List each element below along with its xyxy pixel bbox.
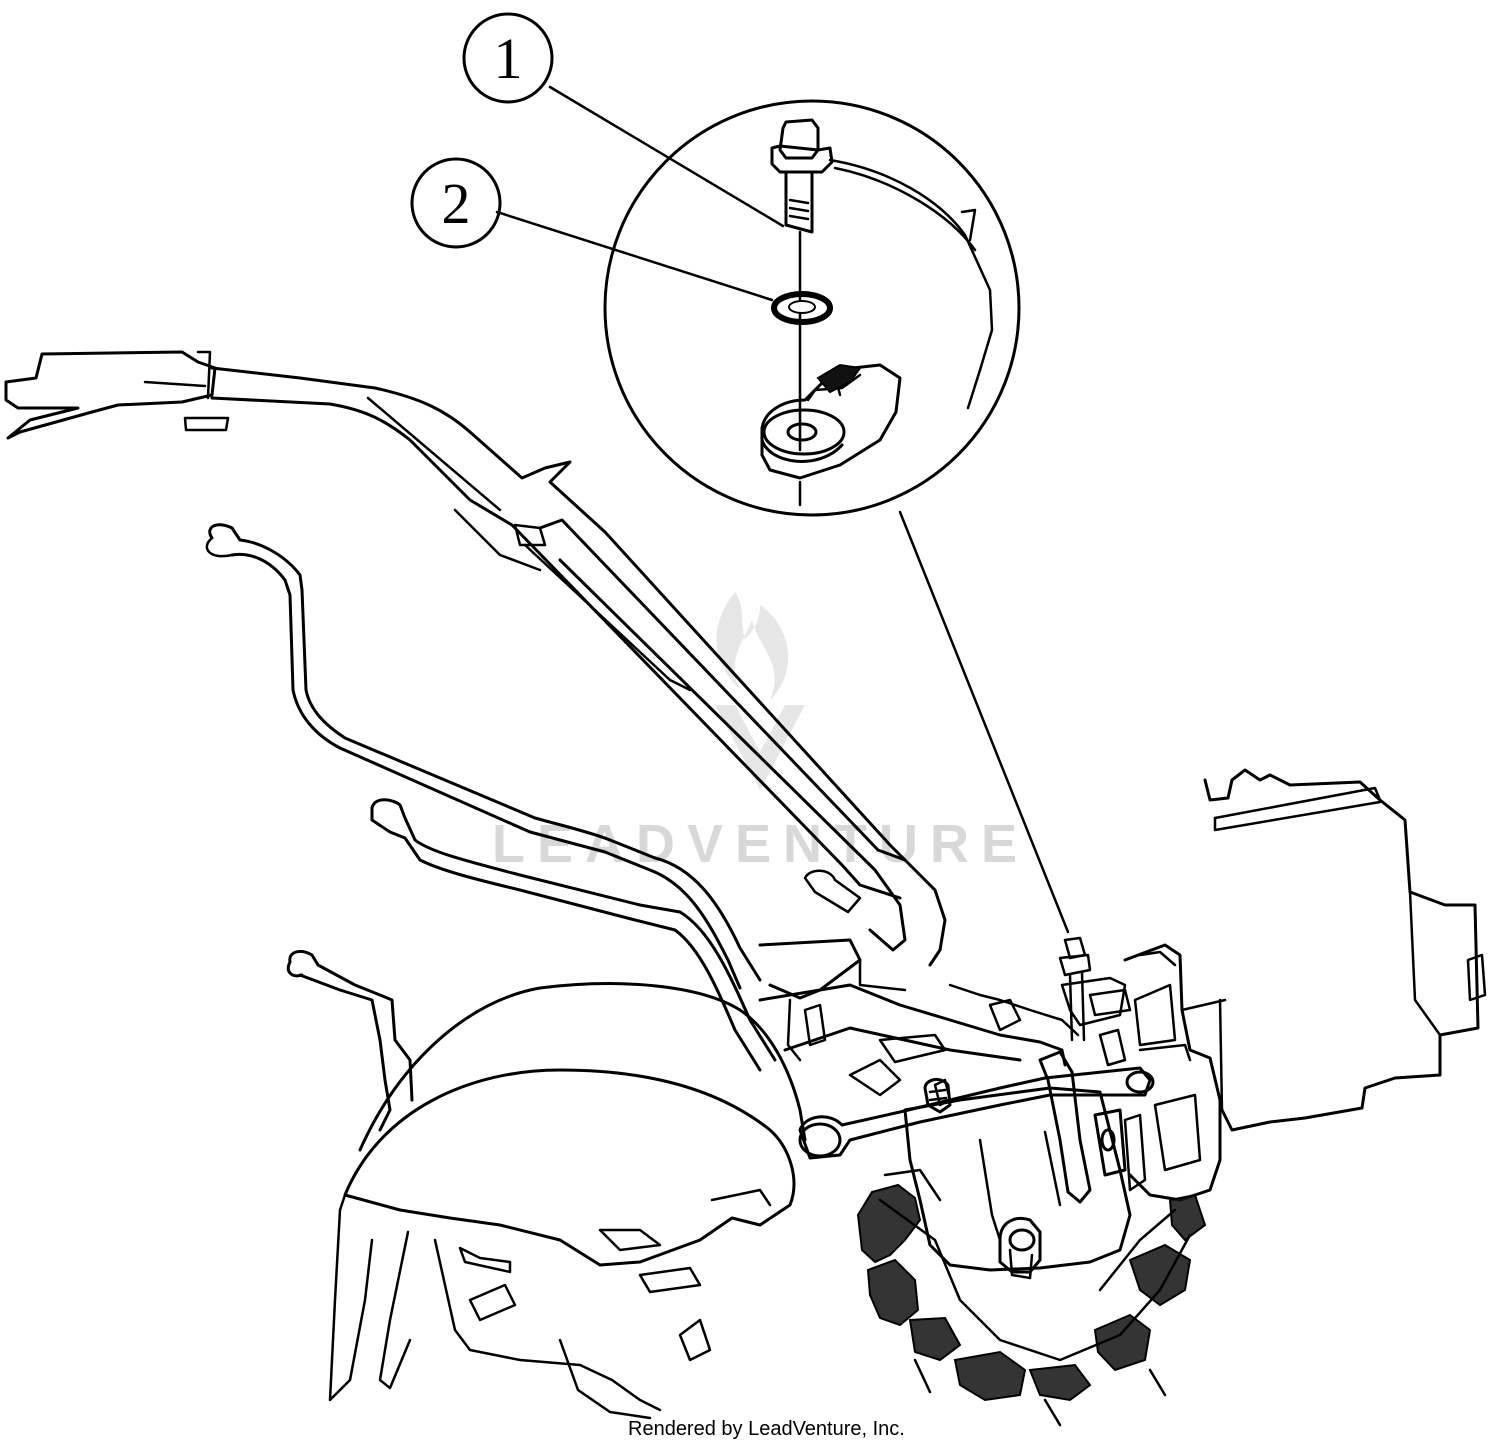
handlebar-assembly: [4, 350, 947, 967]
cable-in-inset: [828, 158, 994, 410]
callout-2-leader: [495, 210, 774, 302]
detail-inset: [603, 99, 1021, 517]
handle-grip: [4, 350, 217, 440]
frame: [758, 938, 1155, 1160]
mounting-bracket: [760, 363, 902, 480]
callout-1-number: 1: [494, 26, 523, 91]
callout-2-circle: [410, 157, 502, 249]
detail-leader: [898, 510, 1070, 934]
tine-shield: [328, 982, 807, 1420]
pivot-clamp: [878, 1033, 952, 1114]
callout-2-number: 2: [442, 171, 471, 236]
callout-2: 2: [410, 157, 774, 302]
callout-1: 1: [462, 12, 785, 228]
detail-circle: [603, 99, 1021, 517]
control-lever-lower: [286, 869, 862, 1132]
footer-credit: Rendered by LeadVenture, Inc.: [628, 1418, 905, 1440]
callout-1-leader: [548, 85, 785, 228]
washer: [771, 291, 833, 325]
control-lever-middle: [370, 798, 777, 1072]
control-lever-upper: [205, 523, 762, 990]
bolt: [770, 118, 834, 507]
callout-1-circle: [462, 12, 554, 104]
tines: [856, 1168, 1207, 1427]
engine: [1138, 768, 1487, 1132]
